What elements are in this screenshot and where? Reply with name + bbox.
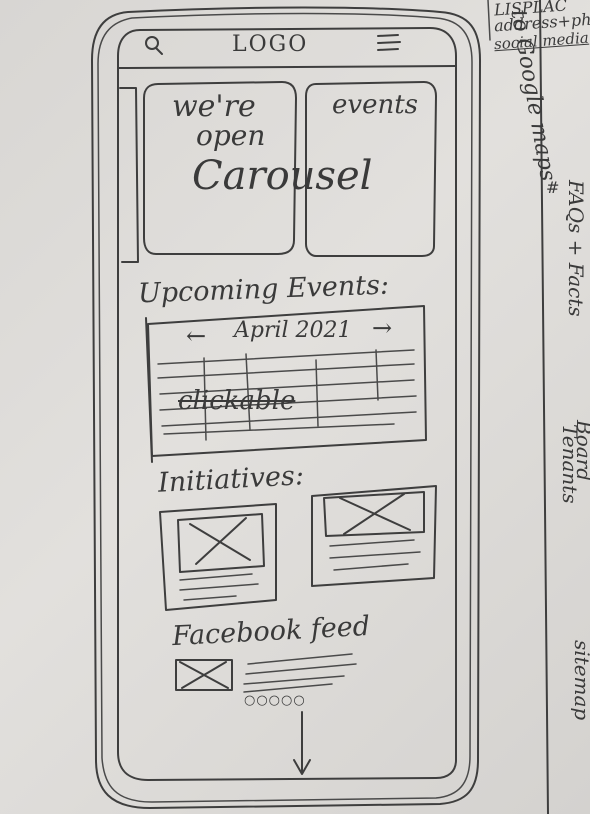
margin-note-faqs: FAQs + Facts [564,180,588,317]
initiative-card-2 [311,485,437,587]
carousel-prev-peek [119,87,139,263]
margin-note-sitemap: sitemap [570,640,590,721]
facebook-post-text [243,653,357,693]
facebook-post-thumbnail [175,659,233,691]
scroll-down-arrow [293,711,311,775]
phone-outer-frame [91,6,481,809]
initiatives-heading: Initiatives: [157,460,305,499]
calendar-prev-arrow[interactable]: ← [186,322,207,350]
search-icon [145,36,159,50]
hamburger-menu-icon [377,34,401,51]
margin-note-hash: # [546,178,560,197]
carousel-slide-1-line1: we're [172,89,256,124]
phone-screen [117,27,457,781]
carousel-slide-2-label[interactable]: events [332,90,418,120]
calendar-month: April 2021 [234,318,352,343]
margin-note-tenants: Tenants [558,424,582,504]
logo[interactable]: LOGO [232,32,309,57]
feed-pager-dots[interactable]: ○○○○○ [244,693,306,708]
calendar-clickable-note[interactable]: clickable [178,386,296,416]
page-divider-line [539,0,549,814]
carousel-slide-1 [143,81,297,255]
carousel-slide-1-line2: open [196,119,266,152]
carousel-label: Carousel [192,153,373,199]
calendar-next-arrow[interactable]: → [372,314,393,342]
carousel-slide-2 [305,81,437,257]
initiative-card-1 [159,503,277,611]
